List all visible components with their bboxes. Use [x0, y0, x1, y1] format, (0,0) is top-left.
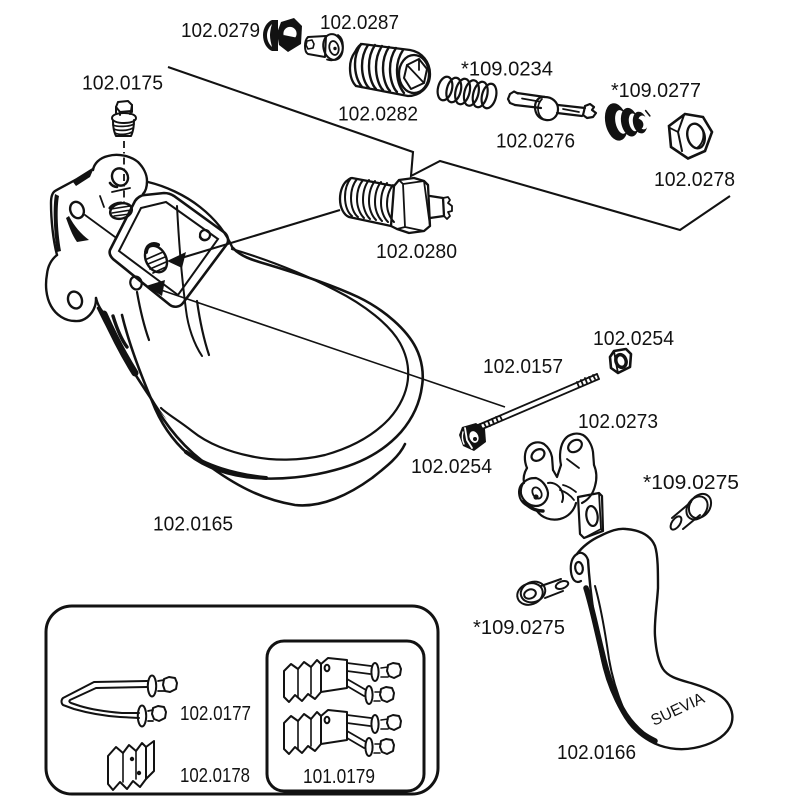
svg-text:*109.0234: *109.0234 [461, 58, 553, 81]
svg-text:102.0278: 102.0278 [654, 168, 735, 191]
svg-text:102.0280: 102.0280 [376, 240, 457, 263]
svg-text:102.0273: 102.0273 [578, 410, 658, 433]
svg-text:102.0287: 102.0287 [320, 11, 399, 34]
svg-text:102.0276: 102.0276 [496, 130, 575, 153]
svg-text:102.0175: 102.0175 [82, 72, 163, 95]
svg-text:102.0254: 102.0254 [411, 455, 492, 478]
svg-text:102.0282: 102.0282 [338, 103, 418, 126]
svg-text:101.0179: 101.0179 [303, 766, 375, 788]
svg-text:102.0177: 102.0177 [180, 703, 251, 725]
svg-text:102.0279: 102.0279 [181, 19, 260, 42]
svg-text:102.0157: 102.0157 [483, 355, 563, 378]
svg-text:102.0178: 102.0178 [180, 765, 250, 787]
svg-text:*109.0275: *109.0275 [643, 471, 739, 494]
svg-text:*109.0275: *109.0275 [473, 616, 565, 639]
svg-text:102.0254: 102.0254 [593, 327, 674, 350]
svg-text:102.0166: 102.0166 [557, 741, 636, 764]
svg-text:102.0165: 102.0165 [153, 513, 233, 536]
svg-text:*109.0277: *109.0277 [611, 79, 701, 102]
